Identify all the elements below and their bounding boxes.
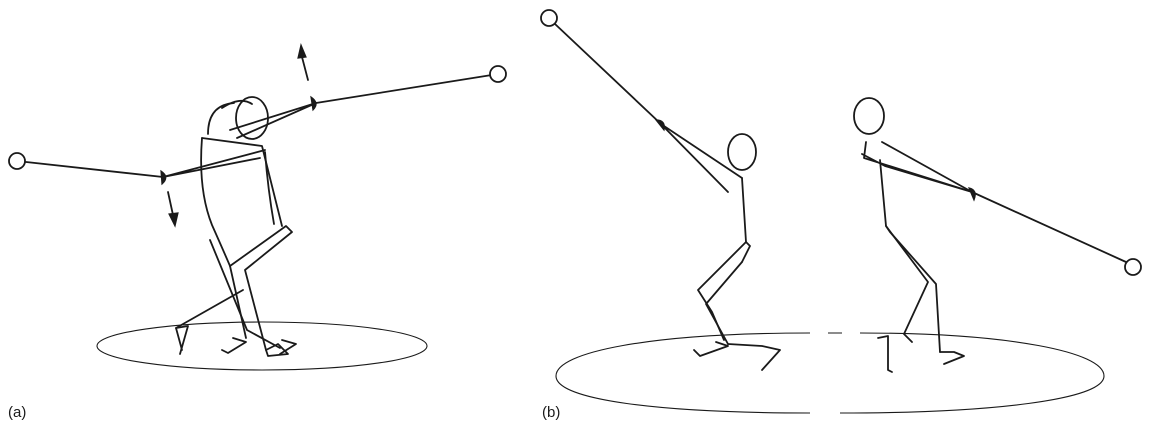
throwing-circle-a: [96, 321, 428, 371]
hammer-right-a: [229, 65, 507, 139]
hammer-ball-right-a: [489, 65, 507, 83]
panel-a-drawing: [8, 43, 507, 371]
panel-label-a: (a): [8, 404, 27, 421]
hammer-ball-b-right: [1124, 258, 1142, 276]
motion-arrow-down: [167, 191, 179, 228]
hammer-ball-left-a: [8, 152, 26, 170]
motion-arrow-up: [297, 43, 309, 81]
panel-label-b: (b): [542, 404, 561, 421]
hammer-left-a: [8, 149, 266, 186]
throwing-circle-b: [555, 332, 1105, 414]
athlete-figure-b-right: [853, 97, 1142, 373]
athlete-figure-b-left: [540, 9, 781, 371]
panel-b-drawing: [540, 9, 1142, 414]
hammer-ball-b-upper: [540, 9, 558, 27]
athlete-figures-a: [175, 96, 297, 357]
